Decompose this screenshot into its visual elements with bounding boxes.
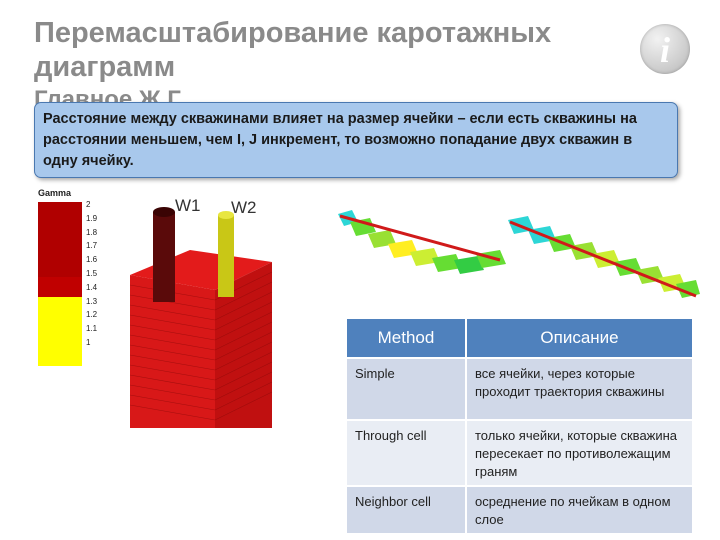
colorbar-segment-high — [38, 202, 82, 277]
legend-tick: 1.8 — [86, 227, 98, 237]
info-icon-letter: i — [659, 30, 670, 70]
legend-tick: 1 — [86, 337, 91, 347]
cell-scene — [330, 200, 700, 315]
table-row: Neighbor cell осреднение по ячейкам в од… — [347, 485, 694, 533]
info-icon[interactable]: i — [640, 24, 690, 74]
method-description: осреднение по ячейкам в одном слое — [467, 485, 694, 533]
legend-tick: 1.4 — [86, 282, 98, 292]
method-name: Through cell — [347, 419, 467, 485]
well-w2 — [218, 215, 234, 297]
table-row: Through cell только ячейки, которые сква… — [347, 419, 694, 485]
method-description: только ячейки, которые скважина пересека… — [467, 419, 694, 485]
block-right-face — [215, 262, 272, 428]
legend-tick: 1.2 — [86, 310, 98, 320]
legend-tick: 1.3 — [86, 296, 98, 306]
table-row: Simple все ячейки, через которые проходи… — [347, 357, 694, 419]
table-header-row: Method Описание — [347, 319, 694, 357]
well-w1-top — [153, 207, 175, 217]
cell-scene-svg — [338, 210, 700, 298]
legend-tick: 1.1 — [86, 324, 98, 334]
legend-title: Gamma — [38, 188, 72, 198]
callout-box: Расстояние между скважинами влияет на ра… — [34, 102, 678, 178]
block-left-face — [130, 275, 215, 428]
left-well-path — [339, 214, 501, 262]
legend-tick: 1.5 — [86, 268, 98, 278]
well-w1-label: W1 — [175, 196, 201, 215]
method-name: Neighbor cell — [347, 485, 467, 533]
slide-title: Перемасштабирование каротажных диаграмм — [34, 17, 552, 83]
gamma-legend: Gamma 2 1.9 1.8 1.7 1.6 1.5 1.4 1.3 1.2 … — [38, 188, 108, 366]
colorbar-segment-low — [38, 297, 82, 366]
legend-tick: 1.7 — [86, 241, 98, 251]
header-description: Описание — [467, 319, 694, 357]
block-layers — [129, 271, 273, 421]
methods-table: Method Описание Simple все ячейки, через… — [347, 319, 694, 533]
method-name: Simple — [347, 357, 467, 419]
legend-tick: 1.9 — [86, 213, 98, 223]
well-w2-label: W2 — [231, 198, 257, 217]
colorbar-segment-mid — [38, 277, 82, 297]
legend-colorbar — [38, 202, 82, 366]
wells-block-svg — [129, 207, 273, 428]
legend-tick: 1.6 — [86, 255, 98, 265]
header-method: Method — [347, 319, 467, 357]
legend-tick: 2 — [86, 200, 91, 209]
left-cell-chain — [338, 210, 506, 274]
well-w2-top — [218, 211, 234, 219]
method-description: все ячейки, через которые проходит траек… — [467, 357, 694, 419]
wells-graphic: W1 W2 — [120, 190, 290, 428]
legend-ticks: 2 1.9 1.8 1.7 1.6 1.5 1.4 1.3 1.2 1.1 1 — [86, 198, 97, 350]
well-w1 — [153, 212, 175, 302]
right-well-path — [509, 220, 697, 298]
